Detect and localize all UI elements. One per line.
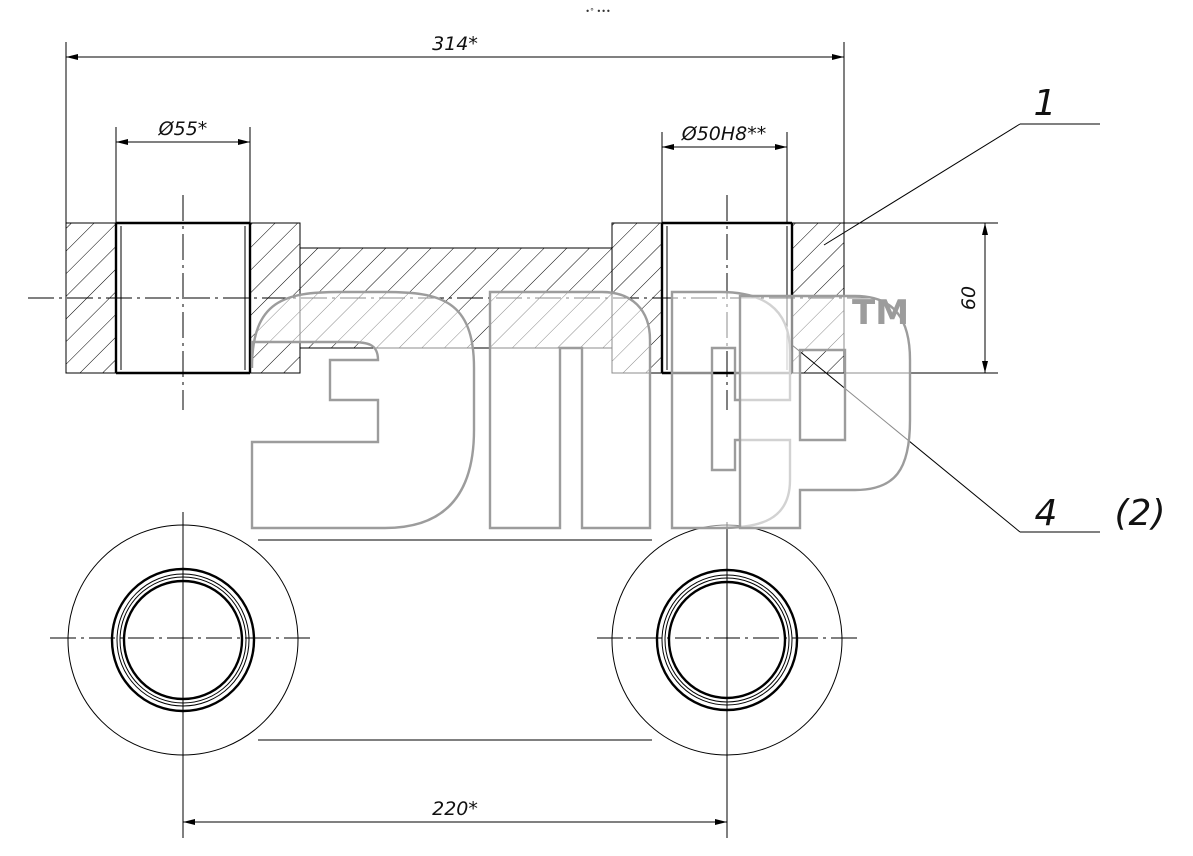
plan-center-lines [50, 512, 858, 838]
dim-center-distance: 220* [432, 798, 478, 820]
dim-overall-length: 314* [432, 33, 478, 55]
dim-right-bore: Ø50H8** [681, 123, 767, 145]
plan-view [50, 512, 858, 838]
section-center-lines [28, 195, 870, 410]
leader-part-1: 1 [1034, 83, 1057, 124]
watermark-logo: TM [250, 290, 912, 530]
top-mark: •° ••• [585, 7, 610, 16]
dim-height: 60 [958, 286, 980, 310]
dim-left-bore: Ø55* [158, 118, 208, 140]
dimensions: 314* Ø55* Ø50H8** 60 220* [65, 33, 998, 825]
trademark-mark: TM [852, 293, 909, 333]
leader-part-4: 4 [1035, 493, 1058, 534]
leaders: 1 4 (2) [791, 83, 1166, 534]
leader-part-4-qty: (2) [1115, 493, 1166, 534]
